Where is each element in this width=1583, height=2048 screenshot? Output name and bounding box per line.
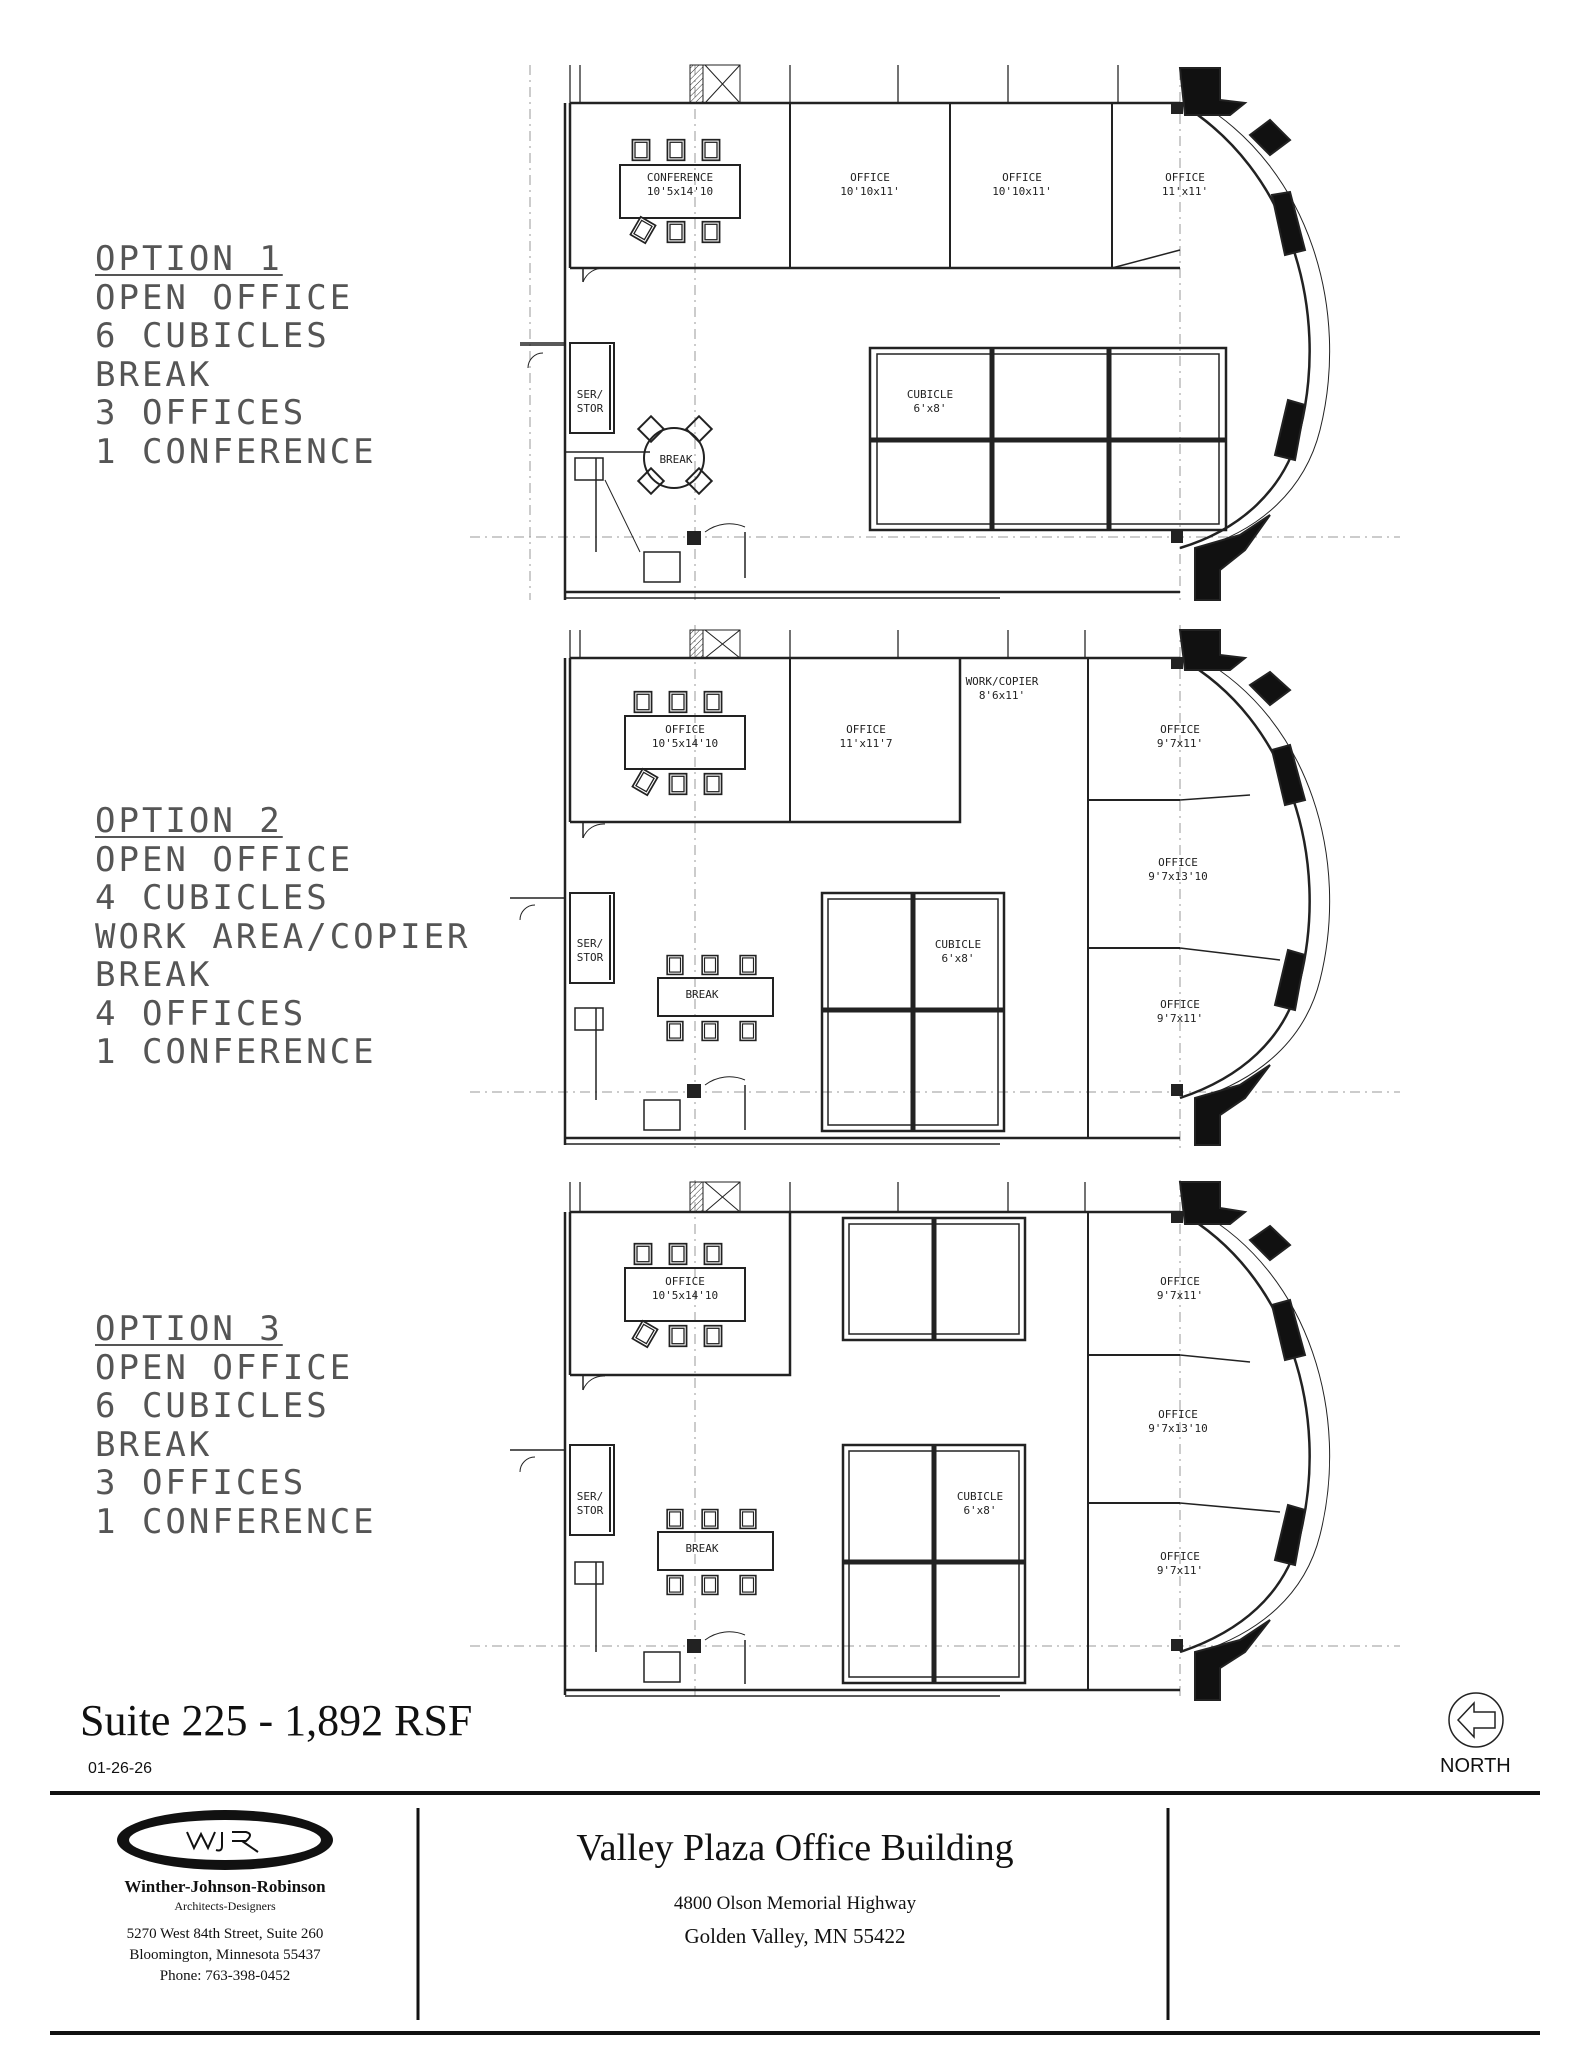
building-address-line-2: Golden Valley, MN 55422	[684, 1924, 906, 1948]
room-dimension: 6'x8'	[913, 402, 946, 415]
option-line: 6 CUBICLES	[95, 316, 330, 356]
room-dimension: 10'10x11'	[992, 185, 1052, 198]
room-dimension: 8'6x11'	[979, 689, 1025, 702]
room-label: OFFICE	[1160, 1550, 1200, 1563]
room-label: WORK/COPIER	[966, 675, 1039, 688]
room-label: OFFICE	[1158, 1408, 1198, 1421]
room-label: OFFICE	[850, 171, 890, 184]
room-label: OFFICE	[1160, 998, 1200, 1011]
floor-plan-option-3	[470, 1180, 1400, 1701]
option-line: OPEN OFFICE	[95, 839, 354, 880]
room-label: OFFICE	[1160, 1275, 1200, 1288]
option-line: 3 OFFICES	[95, 1463, 307, 1503]
room-dimension: 9'7x11'	[1157, 1289, 1203, 1302]
room-label: BREAK	[685, 988, 718, 1001]
room-dimension: 10'10x11'	[840, 185, 900, 198]
drawing-date: 01-26-26	[88, 1760, 153, 1777]
north-arrow-icon	[1448, 1692, 1504, 1748]
room-label: BREAK	[659, 453, 692, 466]
room-label: BREAK	[685, 1542, 718, 1555]
room-label: SER/	[577, 937, 604, 950]
room-label: OFFICE	[1160, 723, 1200, 736]
option-heading: OPTION 1	[95, 239, 283, 279]
room-dimension: 9'7x13'10	[1148, 1422, 1208, 1435]
title-block-frame	[50, 1791, 1540, 2035]
room-dimension: 9'7x11'	[1157, 1564, 1203, 1577]
suite-title: Suite 225 - 1,892 RSF	[80, 1696, 473, 1745]
room-label: SER/	[577, 388, 604, 401]
option-line: OPEN OFFICE	[95, 1347, 354, 1388]
option-heading: OPTION 3	[95, 1309, 283, 1349]
room-label: STOR	[577, 1504, 604, 1517]
room-label: OFFICE	[1002, 171, 1042, 184]
room-label: OFFICE	[846, 723, 886, 736]
room-label: CONFERENCE	[647, 171, 713, 184]
option-line: 4 OFFICES	[95, 993, 307, 1034]
room-label: CUBICLE	[957, 1490, 1003, 1503]
option-2-list: OPTION 2 OPEN OFFICE 4 CUBICLES WORK ARE…	[95, 802, 471, 1072]
room-dimension: 10'5x14'10	[652, 1289, 718, 1302]
north-label: NORTH	[1440, 1755, 1511, 1777]
option-line: 6 CUBICLES	[95, 1386, 330, 1426]
room-dimension: 9'7x13'10	[1148, 870, 1208, 883]
option-line: 4 CUBICLES	[95, 878, 330, 918]
room-label: CUBICLE	[907, 388, 953, 401]
option-line: 1 CONFERENCE	[95, 1501, 377, 1542]
option-line: BREAK	[95, 955, 213, 995]
room-label: OFFICE	[665, 723, 705, 736]
option-line: OPEN OFFICE	[95, 277, 354, 318]
room-dimension: 6'x8'	[941, 952, 974, 965]
floor-plan-option-1	[470, 64, 1400, 601]
room-label: CUBICLE	[935, 938, 981, 951]
room-dimension: 11'x11'	[1162, 185, 1208, 198]
building-address-line-1: 4800 Olson Memorial Highway	[673, 1893, 917, 1914]
firm-name: Winther-Johnson-Robinson	[124, 1877, 326, 1896]
option-heading: OPTION 2	[95, 801, 283, 841]
room-label: OFFICE	[665, 1275, 705, 1288]
room-label: OFFICE	[1158, 856, 1198, 869]
firm-logo	[117, 1810, 333, 1870]
room-label: OFFICE	[1165, 171, 1205, 184]
option-3-list: OPTION 3 OPEN OFFICE 6 CUBICLES BREAK 3 …	[95, 1310, 377, 1541]
building-name: Valley Plaza Office Building	[576, 1827, 1014, 1869]
option-line: 1 CONFERENCE	[95, 431, 377, 472]
firm-tagline: Architects-Designers	[174, 1899, 276, 1913]
option-line: 1 CONFERENCE	[95, 1032, 377, 1072]
room-label: STOR	[577, 402, 604, 415]
firm-address-line-1: 5270 West 84th Street, Suite 260	[126, 1926, 324, 1942]
room-dimension: 6'x8'	[963, 1504, 996, 1517]
firm-phone: Phone: 763-398-0452	[159, 1968, 291, 1984]
room-dimension: 10'5x14'10	[652, 737, 718, 750]
room-dimension: 10'5x14'10	[647, 185, 713, 198]
option-1-list: OPTION 1 OPEN OFFICE 6 CUBICLES BREAK 3 …	[95, 240, 377, 471]
option-line: WORK AREA/COPIER	[95, 916, 471, 957]
room-label: SER/	[577, 1490, 604, 1503]
firm-address-line-2: Bloomington, Minnesota 55437	[129, 1947, 321, 1963]
room-label: STOR	[577, 951, 604, 964]
room-dimension: 11'x11'7	[840, 737, 893, 750]
option-line: BREAK	[95, 1424, 213, 1465]
room-dimension: 9'7x11'	[1157, 737, 1203, 750]
room-dimension: 9'7x11'	[1157, 1012, 1203, 1025]
floor-plan-option-2	[470, 625, 1400, 1150]
option-line: 3 OFFICES	[95, 393, 307, 433]
option-line: BREAK	[95, 354, 213, 395]
